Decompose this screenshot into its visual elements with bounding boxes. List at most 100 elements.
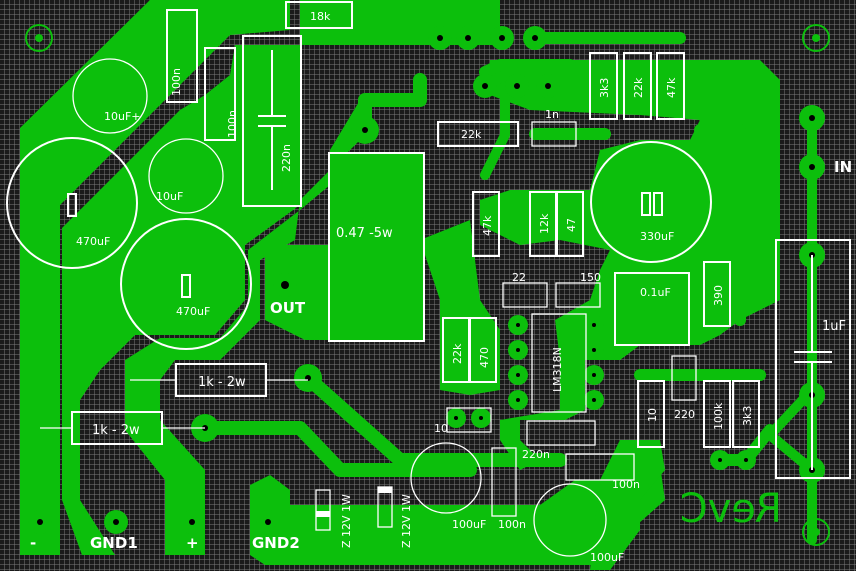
resistor-22k-top-outline [437,121,519,147]
resistor-3k3-outline [732,380,760,448]
silkscreen [6,1,851,557]
pad [799,154,825,180]
label-470uf-b: 470uF [176,305,210,318]
power-resistor-pour [330,152,425,342]
mounting-hole [25,24,53,52]
label-1n: 1n [545,108,559,121]
label-0.47-5w: 0.47 -5w [336,226,393,241]
label-220: 220 [674,408,695,421]
label-22k-mid: 22k [451,343,464,364]
pad [104,510,128,534]
trace [358,73,427,137]
label-100uf-a: 100uF [452,518,486,531]
pad [428,26,452,50]
label-390: 390 [712,285,725,306]
label-100k: 100k [712,402,725,430]
label-in: IN [834,158,852,176]
resistor-100k-outline [703,380,731,448]
label-470: 470 [478,347,491,368]
label-22k-top: 22k [461,128,482,141]
pad [490,26,514,50]
label-1uf: 1uF [822,319,846,334]
pad [294,364,322,392]
pad [180,510,204,534]
trace [479,59,576,78]
pad [508,365,528,385]
out-pour [265,245,330,340]
minus-rail [20,0,290,555]
label-1k-2w-b: 1k - 2w [92,423,140,438]
label-10uf-b: 10uF [156,190,183,203]
capacitor-10uf-b-outline [148,138,224,214]
label-220n: 220n [522,448,550,461]
pad [736,450,756,470]
resistor-390-outline [703,261,731,327]
right-bottom-pour [590,440,665,570]
mounting-hole [802,24,830,52]
capacitor-220-outline [671,355,697,401]
capacitor-100uf-a-outline [410,442,482,514]
capacitor-100n-b-outline [204,47,236,141]
pad [799,105,825,131]
label-22: 22 [512,271,526,284]
label-lm318n: LM318N [551,347,564,392]
capacitor-1n-outline [531,121,577,147]
ic-trace [500,320,585,470]
label-100n-a: 100n [170,68,183,96]
labels: 18k 100n 100n 220n 10uF+ 10uF 470uF 470u… [30,10,852,564]
capacitor-10uf-a-outline [72,58,148,134]
label-18k: 18k [310,10,331,23]
capacitor-22-outline [502,282,548,308]
pad [584,340,604,360]
resistor-10-outline [637,380,665,448]
trace [301,371,567,467]
pad [508,340,528,360]
capacitor-470uf-a-outline [6,137,138,269]
capacitor-470uf-b-outline [120,218,252,350]
label-47k-top: 47k [665,77,678,98]
capacitor-100n-a-outline [166,9,198,103]
pad [584,365,604,385]
resistor-47k-top-outline [656,52,685,120]
pad [710,450,730,470]
label-gnd2: GND2 [252,534,300,552]
pad [446,408,466,428]
pad [351,116,379,144]
label-3k3-top: 3k3 [598,78,611,98]
capacitor-1uf-outline [775,239,851,479]
resistor-0.47-5w-outline [328,152,425,342]
label-100n-bot2: 100n [612,478,640,491]
pad [523,26,547,50]
plus-rail [125,100,360,555]
resistor-18k-outline [285,1,353,29]
pad [584,315,604,335]
label-3k3: 3k3 [741,406,754,426]
resistor-3k3-top-outline [589,52,618,120]
pad [28,510,52,534]
trace [198,421,477,477]
trace [694,124,746,326]
pad [505,74,529,98]
zener-a-outline [315,489,331,531]
label-330uf: 330uF [640,230,674,243]
label-minus: - [30,534,36,552]
label-zener-b: Z 12V 1W [400,494,413,548]
pad [471,408,491,428]
label-47k: 47k [481,215,494,236]
label-100n-bot: 100n [498,518,526,531]
pad [456,26,480,50]
capacitor-220n-outline [526,420,596,446]
resistor-47-outline [556,191,584,257]
pad [273,273,297,297]
label-1k-2w-a: 1k - 2w [198,375,246,390]
label-150: 150 [580,271,601,284]
capacitor-150-outline [555,282,601,308]
label-220n-big: 220n [280,144,293,172]
gnd2-pour [250,452,665,565]
label-gnd1: GND1 [90,534,138,552]
label-100n-b: 100n [226,110,239,138]
label-22k-top2: 22k [632,77,645,98]
label-470uf-a: 470uF [76,235,110,248]
